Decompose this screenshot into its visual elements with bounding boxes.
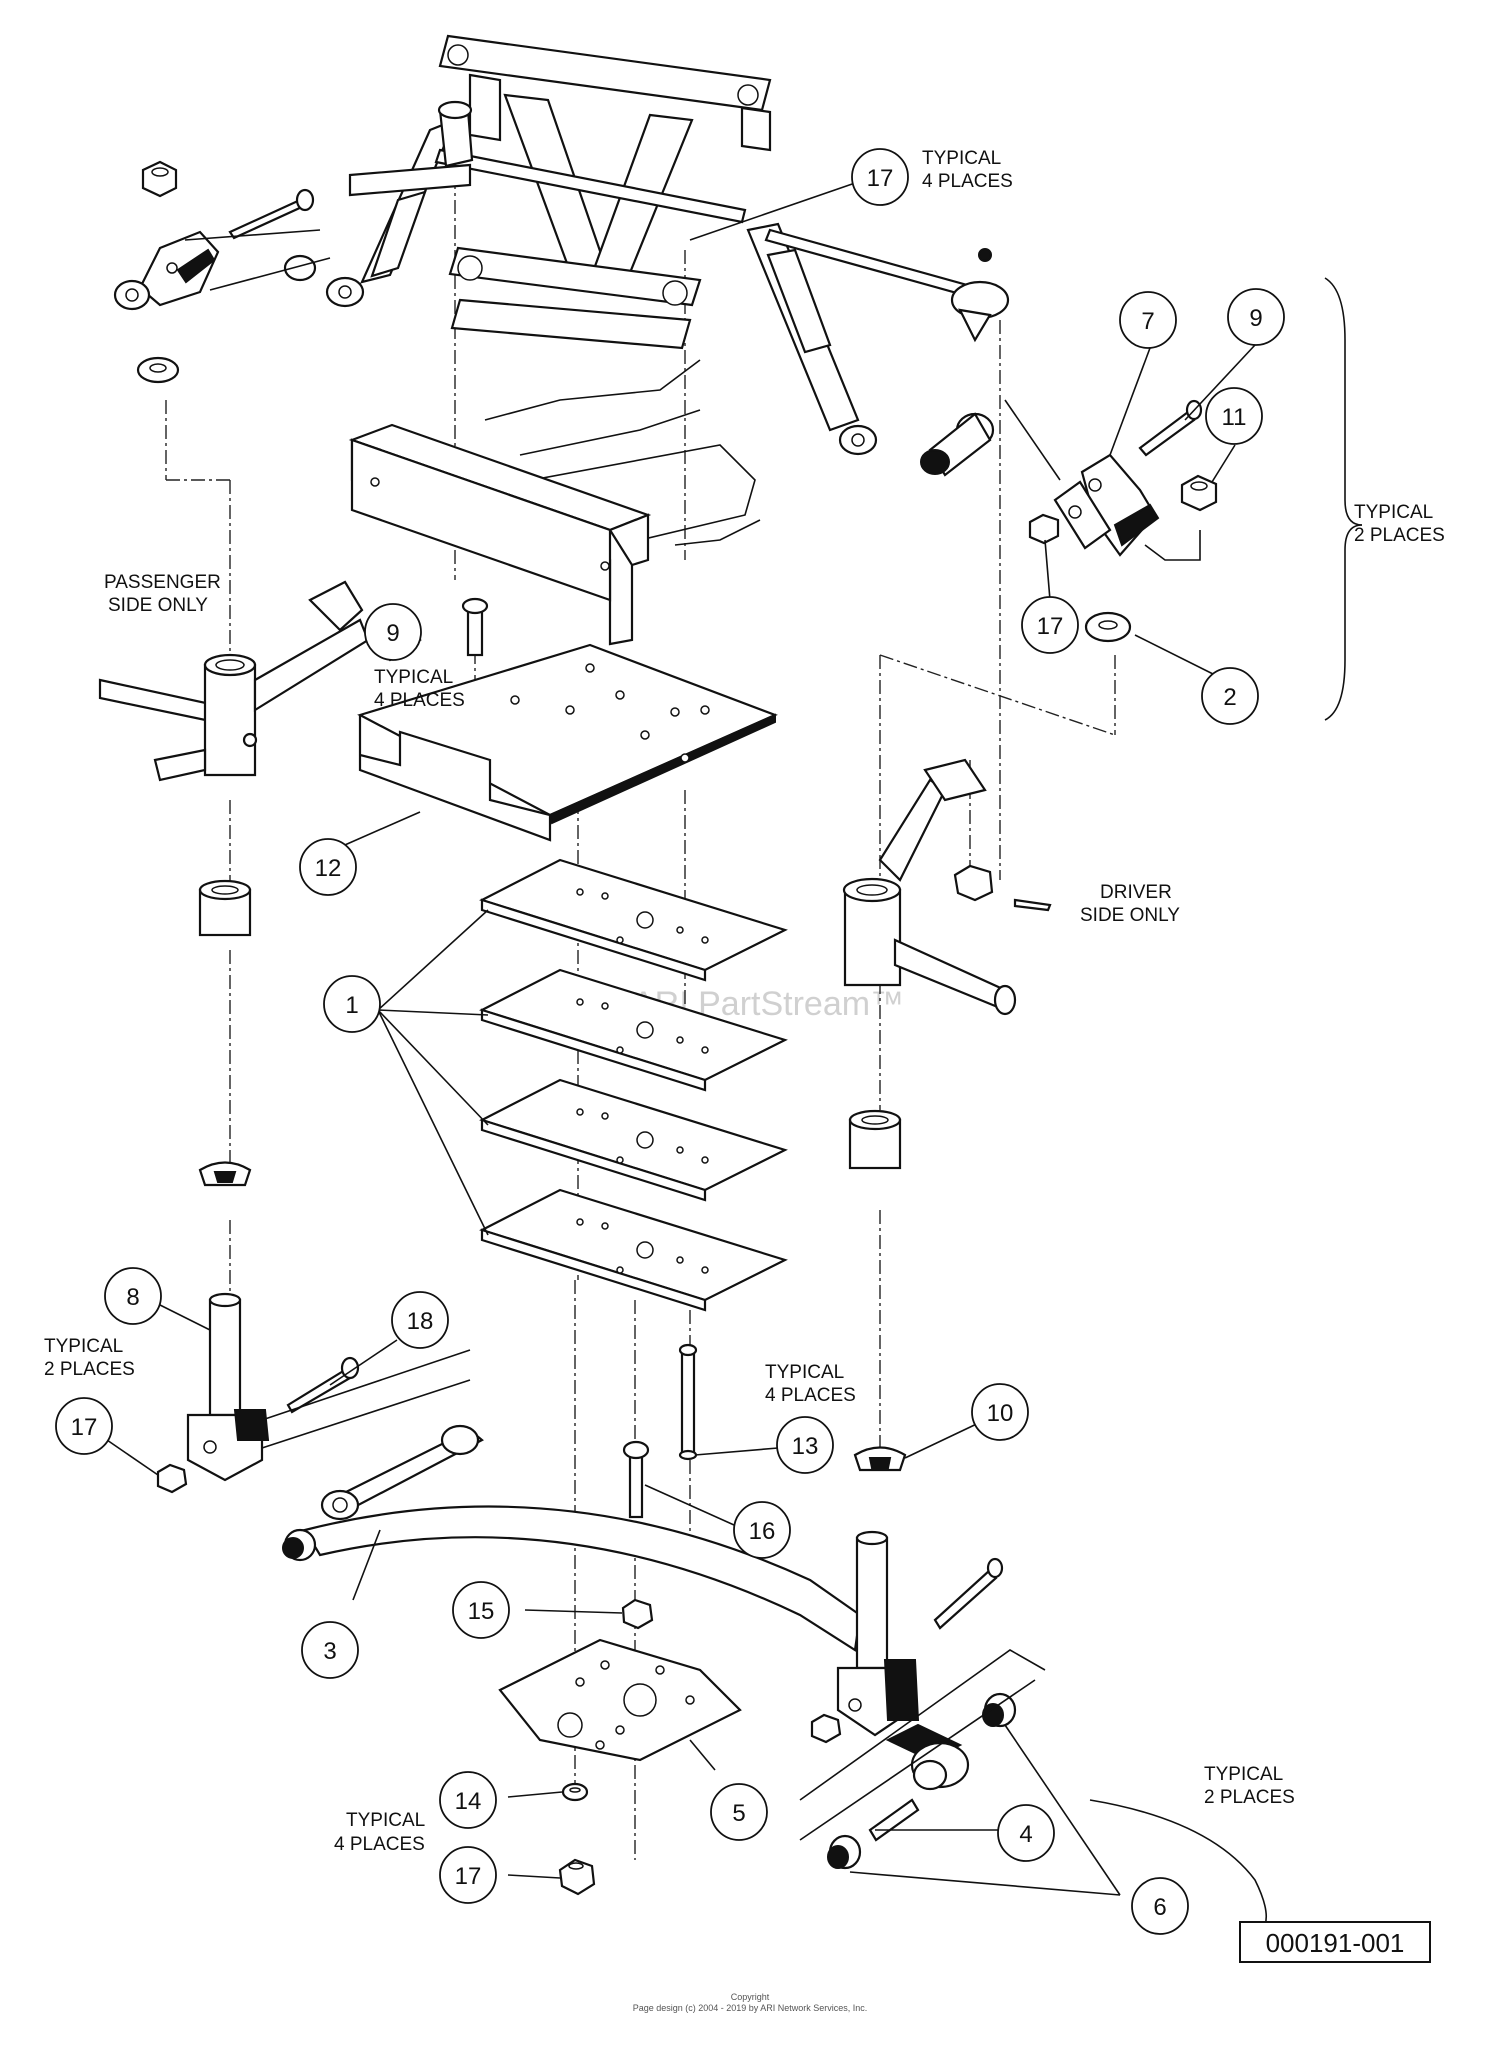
label-typical-4-places-plate-l1: TYPICAL (374, 667, 453, 688)
label-typical-4-places-bottom-l2: 4 PLACES (334, 1834, 425, 1855)
passenger-spindle (98, 580, 422, 782)
callout-14[interactable]: 14 (439, 1771, 497, 1829)
svg-text:10: 10 (987, 1400, 1014, 1427)
label-typical-2-places-left-l2: 2 PLACES (44, 1359, 135, 1380)
callout-9-right[interactable]: 9 (1227, 288, 1285, 346)
text-labels: TYPICAL 4 PLACES TYPICAL 2 PLACES PASSEN… (44, 148, 1445, 1855)
driver-spindle (842, 758, 1052, 1170)
front-mounting-plate (348, 423, 652, 646)
svg-text:17: 17 (867, 165, 894, 192)
label-driver-side-only-l1: DRIVER (1100, 882, 1172, 903)
label-typical-4-places-plate-l2: 4 PLACES (374, 690, 465, 711)
label-typical-4-places-bolt-l2: 4 PLACES (765, 1385, 856, 1406)
label-driver-side-only-l2: SIDE ONLY (1080, 905, 1180, 926)
svg-text:18: 18 (407, 1308, 434, 1335)
reference-number: 000191-001 (1266, 1928, 1405, 1958)
left-kingpin-parts (156, 879, 471, 1494)
callout-10[interactable]: 10 (971, 1383, 1029, 1441)
label-typical-4-places-bottom-l1: TYPICAL (346, 1810, 425, 1831)
callout-17-left[interactable]: 17 (55, 1397, 113, 1455)
svg-text:5: 5 (732, 1800, 745, 1827)
callout-leaders (106, 181, 1256, 1896)
svg-text:9: 9 (386, 620, 399, 647)
callout-6[interactable]: 6 (1131, 1877, 1189, 1935)
label-passenger-side-only-l2: SIDE ONLY (108, 595, 208, 616)
callout-7[interactable]: 7 (1119, 291, 1177, 349)
svg-text:8: 8 (126, 1284, 139, 1311)
svg-text:16: 16 (749, 1518, 776, 1545)
svg-text:17: 17 (71, 1414, 98, 1441)
callout-5[interactable]: 5 (710, 1783, 768, 1841)
callout-1[interactable]: 1 (323, 975, 381, 1033)
callout-17-right[interactable]: 17 (1021, 596, 1079, 654)
reference-number-box: 000191-001 (1239, 1921, 1431, 1963)
shim-plates-1 (479, 858, 788, 1312)
svg-text:13: 13 (792, 1433, 819, 1460)
callout-4[interactable]: 4 (997, 1804, 1055, 1862)
svg-text:11: 11 (1222, 404, 1247, 431)
svg-text:12: 12 (315, 855, 342, 882)
svg-text:6: 6 (1153, 1894, 1166, 1921)
right-kingpin-assembly (799, 1530, 1046, 1870)
callout-17-bottom[interactable]: 17 (439, 1846, 497, 1904)
grouping-braces (1089, 277, 1363, 1926)
callout-13[interactable]: 13 (776, 1416, 834, 1474)
shim-plate-12 (357, 597, 778, 842)
suspension-frame-assembly (283, 34, 1010, 546)
label-typical-2-places-left-l1: TYPICAL (44, 1336, 123, 1357)
svg-text:15: 15 (468, 1598, 495, 1625)
callout-2[interactable]: 2 (1201, 667, 1259, 725)
label-passenger-side-only-l1: PASSENGER (104, 572, 221, 593)
svg-text:4: 4 (1019, 1821, 1032, 1848)
label-typical-4-places-bolt-l1: TYPICAL (765, 1362, 844, 1383)
svg-text:9: 9 (1249, 305, 1262, 332)
svg-text:3: 3 (323, 1638, 336, 1665)
callout-15[interactable]: 15 (452, 1581, 510, 1639)
label-typical-2-places-bottom-right-l1: TYPICAL (1204, 1764, 1283, 1785)
label-typical-2-places-bottom-right-l2: 2 PLACES (1204, 1787, 1295, 1808)
label-typical-4-places-top-l2: 4 PLACES (922, 171, 1013, 192)
svg-text:7: 7 (1141, 308, 1154, 335)
footer-copyright: Copyright (731, 1992, 770, 2002)
callout-16[interactable]: 16 (733, 1501, 791, 1559)
callout-3[interactable]: 3 (301, 1621, 359, 1679)
svg-text:1: 1 (345, 992, 358, 1019)
callout-12[interactable]: 12 (299, 838, 357, 896)
right-upper-hardware (920, 399, 1218, 643)
callout-11[interactable]: 11 (1205, 387, 1263, 445)
svg-text:2: 2 (1223, 684, 1236, 711)
lower-center-hardware (498, 1343, 907, 1896)
callout-17-top[interactable]: 17 (851, 148, 909, 206)
label-typical-4-places-top-l1: TYPICAL (922, 148, 1001, 169)
svg-text:17: 17 (1037, 613, 1064, 640)
callout-8[interactable]: 8 (104, 1267, 162, 1325)
label-typical-2-places-right-l1: TYPICAL (1354, 502, 1433, 523)
svg-text:17: 17 (455, 1863, 482, 1890)
leaf-spring-3 (282, 1424, 862, 1652)
callout-18[interactable]: 18 (391, 1291, 449, 1349)
label-typical-2-places-right-l2: 2 PLACES (1354, 525, 1445, 546)
svg-text:14: 14 (455, 1788, 482, 1815)
callouts: 17 7 9 11 17 2 9 12 (55, 148, 1285, 1935)
left-upper-hardware (113, 160, 331, 384)
footer-page-design: Page design (c) 2004 - 2019 by ARI Netwo… (633, 2003, 868, 2013)
footer: Copyright Page design (c) 2004 - 2019 by… (633, 1992, 868, 2013)
callout-9-left[interactable]: 9 (364, 603, 422, 661)
